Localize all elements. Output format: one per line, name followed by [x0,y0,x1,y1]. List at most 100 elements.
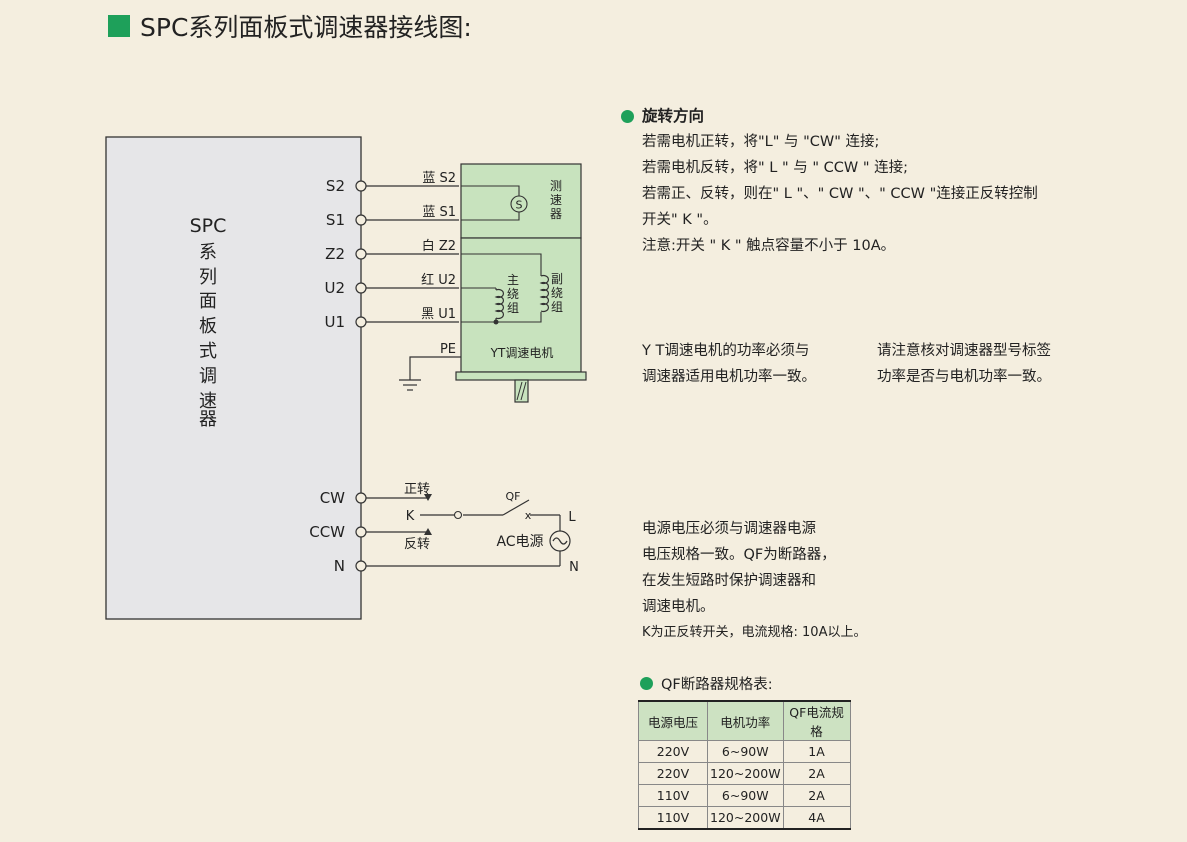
table-cell: 2A [782,762,851,785]
ac-source-label: AC电源 [496,534,543,550]
rotation-line: 若需电机反转，将" L " 与 " CCW " 连接; [642,160,908,176]
winding-wiring [461,253,542,323]
title-square-icon [108,15,130,37]
wire-label-white-z2: 白 Z2 [422,238,456,254]
table-header-cell: QF电流规格 [782,700,851,741]
motor-wires [366,185,459,323]
controller-char: 速 [199,391,217,412]
power-note-line: 调速器适用电机功率一致。 [642,369,816,385]
supply-note-line: 电压规格一致。QF为断路器， [642,547,836,563]
controller-char: 列 [199,267,217,288]
bullet-dot-icon [621,109,634,123]
controller-label-top: SPC [190,215,227,237]
power-note-right: 请注意核对调速器型号标签 功率是否与电机功率一致。 [877,338,1051,390]
main-winding-char: 组 [507,301,519,315]
tacho-char: 速 [550,193,562,207]
ground-wiring [399,356,461,391]
supply-note: 电源电压必须与调速器电源 电压规格一致。QF为断路器， 在发生短路时保护调速器和… [642,516,866,646]
main-winding-coil [494,288,505,320]
shaft-hatch [516,381,527,401]
power-note-line: Y T调速电机的功率必须与 [642,343,810,359]
terminal-label-u1: U1 [324,313,345,331]
qf-spec-table: 电源电压 电机功率 QF电流规格 220V 6~90W 1A 220V 120~… [638,700,851,830]
power-note-line: 功率是否与电机功率一致。 [877,369,1051,385]
reverse-label: 反转 [404,537,430,552]
tacho-char: 测 [550,179,562,193]
terminal-label-s1: S1 [326,211,345,229]
table-cell: 120~200W [707,806,784,830]
motor-flange [455,371,587,381]
controller-box [105,136,362,620]
bullet-dot-icon [640,677,653,690]
aux-winding-char: 组 [551,300,563,314]
controller-label-chars: 系 列 面 板 式 调 速 器 [199,242,217,430]
title-text: SPC系列面板式调速器接线图: [140,13,472,42]
supply-note-line: 在发生短路时保护调速器和 [642,573,816,589]
junction-dot [493,319,499,325]
controller-char: 器 [199,409,217,430]
tacho-char: 器 [550,207,562,221]
supply-note-line: 调速电机。 [642,599,715,615]
table-cell: 1A [782,740,851,763]
cw-contact-arrow [424,494,432,501]
power-note-line: 请注意核对调速器型号标签 [877,343,1051,359]
rotation-line: 若需电机正转，将"L" 与 "CW" 连接; [642,134,880,150]
terminal-circles [355,180,367,572]
controller-char: 面 [199,291,217,312]
qf-x-mark: x [525,509,532,522]
table-header-cell: 电源电压 [638,700,708,741]
k-note-line: K为正反转开关，电流规格: 10A以上。 [642,625,867,640]
main-winding-char: 主 [507,273,519,287]
rotation-line: 开关" K "。 [642,212,718,228]
rotation-heading-text: 旋转方向 [642,107,705,125]
main-winding-char: 绕 [507,287,519,301]
tacho-wiring [461,185,520,221]
qf-label: QF [506,490,521,503]
aux-winding-char: 副 [551,272,563,286]
aux-winding-char: 绕 [551,286,563,300]
k-common-contact [453,510,463,520]
table-cell: 110V [638,784,708,807]
terminal-label-s2: S2 [326,177,345,195]
table-row: 110V 6~90W 2A [638,784,851,807]
rotation-heading: 旋转方向 [621,103,1038,129]
l-label: L [568,510,576,525]
rotation-line: 若需正、反转，则在" L "、" CW "、" CCW "连接正反转控制 [642,186,1038,202]
table-cell: 2A [782,784,851,807]
wire-label-black-u1: 黑 U1 [421,307,456,322]
controller-char: 调 [199,366,217,387]
page-title: SPC系列面板式调速器接线图: [108,8,472,44]
terminal-label-ccw: CCW [309,523,345,541]
forward-label: 正转 [404,482,430,497]
table-header-cell: 电机功率 [707,700,784,741]
table-row: 220V 6~90W 1A [638,740,851,763]
terminal-label-cw: CW [320,489,345,507]
controller-char: 板 [199,316,217,337]
aux-winding-coil [539,274,550,313]
wire-label-blue-s2: 蓝 S2 [422,171,456,186]
controller-char: 式 [199,341,217,362]
qf-table-heading: QF断路器规格表: [640,673,773,694]
terminal-label-n: N [334,557,345,575]
table-cell: 110V [638,806,708,830]
table-header-row: 电源电压 电机功率 QF电流规格 [638,700,851,741]
qf-table-heading-text: QF断路器规格表: [661,677,773,693]
wire-label-pe: PE [440,342,456,357]
terminal-label-u2: U2 [324,279,345,297]
ac-wave-icon [552,537,568,545]
table-cell: 220V [638,740,708,763]
tacho-symbol-letter: S [516,199,523,212]
table-cell: 4A [782,806,851,830]
switch-wiring [366,497,561,567]
rotation-notes: 旋转方向 若需电机正转，将"L" 与 "CW" 连接; 若需电机反转，将" L … [621,103,1038,259]
tacho-symbol: S [510,195,528,213]
power-note-left: Y T调速电机的功率必须与 调速器适用电机功率一致。 [642,338,816,390]
controller-char: 系 [199,242,217,263]
wire-label-blue-s1: 蓝 S1 [422,205,456,220]
motor-name: YT调速电机 [490,346,554,360]
table-row: 220V 120~200W 2A [638,762,851,785]
table-cell: 6~90W [707,740,784,763]
terminal-label-z2: Z2 [325,245,345,263]
table-cell: 6~90W [707,784,784,807]
